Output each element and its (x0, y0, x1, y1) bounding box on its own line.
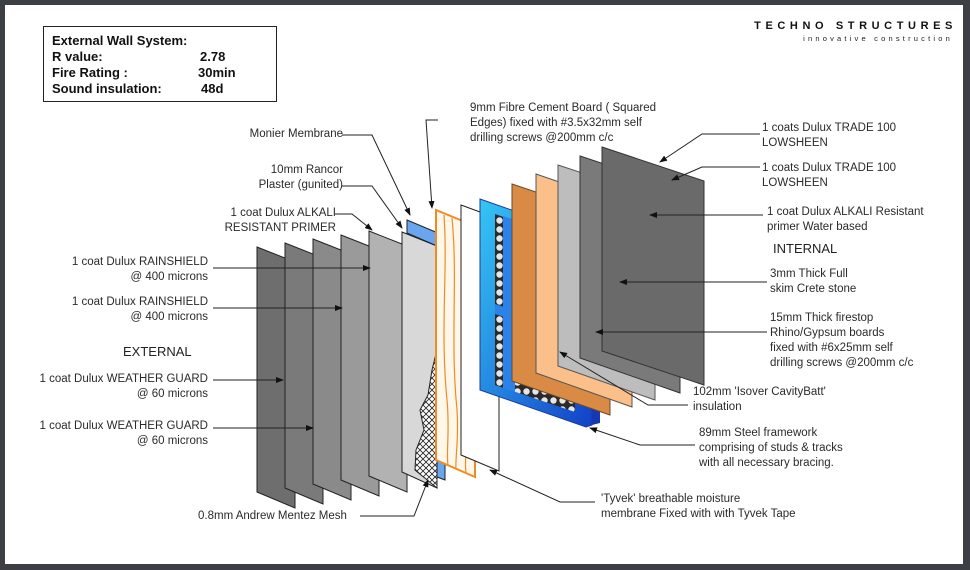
logo-name: TECHNO STRUCTURES (754, 20, 957, 32)
label-rainshield-2: 1 coat Dulux RAINSHIELD@ 400 microns (71, 296, 208, 323)
leader-lines (213, 119, 767, 517)
label-cavitybatt-insulation: 102mm 'Isover CavityBatt'insulation (693, 386, 826, 413)
label-rainshield-1: 1 coat Dulux RAINSHIELD@ 400 microns (71, 256, 208, 283)
wall-system-info-box: External Wall System: R value: 2.78 Fire… (43, 26, 277, 102)
exploded-wall-diagram (213, 119, 767, 517)
sound-insulation-value: 48d (201, 81, 224, 96)
layer-trade-100-2 (601, 146, 705, 386)
layer-mesh (414, 349, 438, 490)
logo-tagline: innovative construction (803, 34, 953, 43)
page: External Wall System: R value: 2.78 Fire… (5, 5, 963, 564)
r-value: 2.78 (200, 49, 226, 64)
label-weather-guard-2: 1 coat Dulux WEATHER GUARD@ 60 microns (39, 420, 209, 447)
label-weather-guard-1: 1 coat Dulux WEATHER GUARD@ 60 microns (39, 373, 209, 400)
info-box-title: External Wall System: (52, 33, 188, 48)
layer-alkali-primer (368, 230, 408, 493)
internal-side-label: INTERNAL (773, 241, 838, 256)
label-monier-membrane: Monier Membrane (249, 128, 343, 140)
label-andrew-mentez-mesh: 0.8mm Andrew Mentez Mesh (198, 510, 347, 522)
fire-rating-label: Fire Rating : (52, 65, 128, 80)
fire-rating-value: 30min (198, 65, 236, 80)
r-value-label: R value: (52, 49, 103, 64)
external-side-label: EXTERNAL (123, 344, 192, 359)
sound-insulation-label: Sound insulation: (52, 81, 162, 96)
